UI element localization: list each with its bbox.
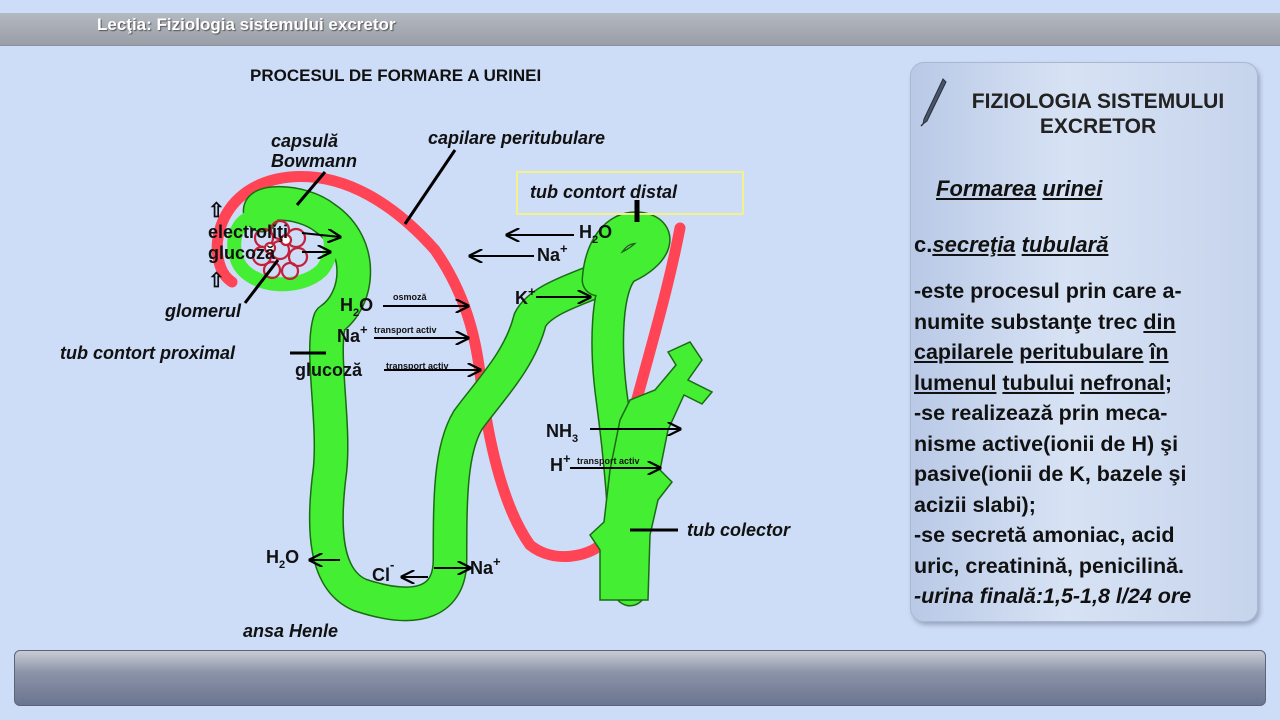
formula-nh3: NH3 [546,421,578,445]
efferent-capillary [628,222,686,416]
label-glucoza: glucoză [208,243,276,263]
lesson-title: Lecţia: Fiziologia sistemului excretor [97,15,396,34]
formula-h2o: H2O [340,295,373,319]
formula-cl: Cl- [372,557,394,585]
player-control-bar [14,650,1266,706]
label-tub-proximal: tub contort proximal [60,343,236,363]
panel-body: -este procesul prin care a- numite subst… [914,279,1192,608]
panel-title: FIZIOLOGIA SISTEMULUI EXCRETOR [971,90,1225,138]
distal-label-box [516,171,744,215]
label-electroliti: electroliţi [208,222,288,242]
pen-icon [920,78,947,127]
label-tub-distal: tub contort distal [530,182,678,202]
glomerulus [251,219,309,281]
nephron-diagram: PROCESUL DE FORMARE A URINEI capsulă Bow… [60,66,791,641]
label-transport-3: transport activ [577,456,640,466]
label-tub-colector: tub colector [687,520,791,540]
formula-na: Na+ [337,322,368,346]
lesson-title-bar: Lecţia: Fiziologia sistemului excretor [0,13,1280,46]
formula-na-henle: Na+ [470,554,501,578]
label-glomerul: glomerul [164,301,242,321]
formula-k: K+ [515,284,536,308]
label-capsula: capsulă [271,131,338,151]
label-glucoza2: glucoză [295,360,363,380]
formula-na-distal: Na+ [537,241,568,265]
label-transport-1: transport activ [374,325,437,335]
info-panel: FIZIOLOGIA SISTEMULUI EXCRETOR Formarea … [910,62,1258,622]
label-bowmann: Bowmann [271,151,357,171]
tubule-green [244,187,614,620]
arrow-up-icon: ⇧ [208,200,225,222]
diagram-title: PROCESUL DE FORMARE A URINEI [250,66,541,85]
arrow-up-icon: ⇧ [208,270,225,292]
panel-section: c.secreţia tubulară [914,232,1109,257]
peritubular-capillary [211,171,606,563]
label-transport-2: transport activ [386,361,449,371]
formula-h: H+ [550,451,571,475]
label-osmoza: osmoză [393,292,428,302]
panel-subtitle: Formarea urinei [936,176,1103,201]
label-ansa: ansa Henle [243,621,338,641]
formula-h2o-distal: H2O [579,222,612,246]
label-capilare: capilare peritubulare [428,128,605,148]
formula-h2o-henle: H2O [266,547,299,571]
